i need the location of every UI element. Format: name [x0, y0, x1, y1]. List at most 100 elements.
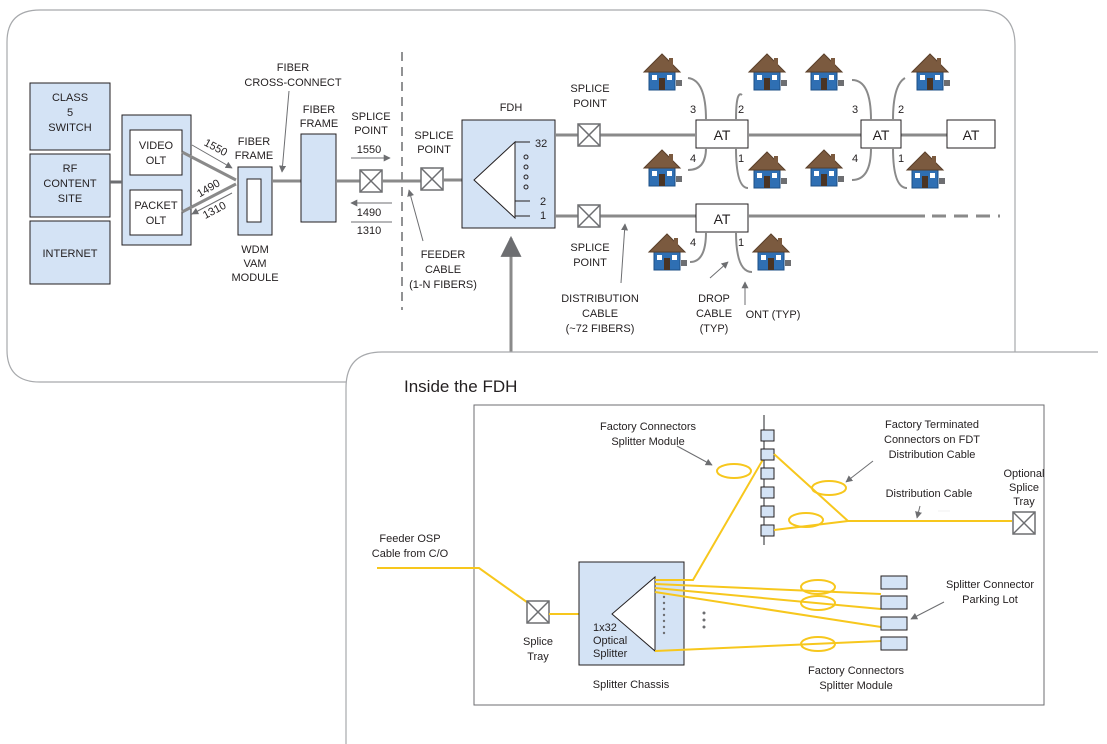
feeder-label-3: (1-N FIBERS): [409, 279, 477, 291]
fiber-frame2-label-2: FRAME: [300, 118, 339, 130]
factory-conn-bottom-2: Splitter Module: [819, 680, 892, 692]
at-box-2: [860, 119, 902, 149]
video-olt-label-1: VIDEO: [139, 140, 174, 152]
parking-lot-label-2: Parking Lot: [962, 594, 1018, 606]
fdt-connector-panel: [760, 429, 775, 537]
video-olt-label-2: OLT: [146, 155, 167, 167]
olt-group: VIDEO OLT PACKET OLT: [121, 114, 192, 246]
class5-label-3: SWITCH: [48, 122, 91, 134]
splice2-label-2: POINT: [417, 144, 451, 156]
splice-point-1: [359, 169, 383, 193]
class5-label-2: 5: [67, 107, 73, 119]
opt-splice-3: Tray: [1013, 496, 1035, 508]
rf-label-2: CONTENT: [43, 178, 96, 190]
fdh-box: [461, 119, 556, 229]
fiber-frame-2-box: [300, 133, 337, 223]
at-label-1: AT: [714, 127, 731, 143]
dist-cable-label-2: CABLE: [582, 308, 618, 320]
at-box-1: [695, 119, 749, 149]
house-icon: [752, 233, 792, 271]
fdh-label: FDH: [500, 102, 523, 114]
factory-conn-top-1: Factory Connectors: [600, 421, 696, 433]
wave-1310: 1310: [201, 200, 228, 222]
house-icon: [911, 53, 951, 91]
splitter-label-2: Optical: [593, 635, 627, 647]
fdh-interior-frame: [473, 404, 1045, 706]
fiber-frame1-label-1: FIBER: [238, 136, 270, 148]
splitter-label-3: Splitter: [593, 648, 628, 660]
house-icon: [748, 151, 788, 189]
factory-term-2: Connectors on FDT: [884, 434, 980, 446]
at-box-4: [695, 203, 749, 233]
house-icon: [906, 151, 946, 189]
splitter-label-1: 1x32: [593, 622, 617, 634]
dist-cable-label-1: DISTRIBUTION: [561, 293, 639, 305]
opt-splice-2: Splice: [1009, 482, 1039, 494]
splitter-chassis: [578, 561, 685, 666]
at-label-2: AT: [873, 127, 890, 143]
splice-tray-label-2: Tray: [527, 651, 549, 663]
internet-label: INTERNET: [43, 248, 98, 260]
fdh-port-1: 1: [540, 210, 546, 222]
cross-connect-label-2: CROSS-CONNECT: [244, 77, 341, 89]
at2-port-4: 4: [852, 153, 858, 165]
wave-1550: 1550: [202, 137, 229, 159]
feeder-osp-label-2: Cable from C/O: [372, 548, 449, 560]
feeder-osp-label-1: Feeder OSP: [379, 533, 440, 545]
factory-conn-top-2: Splitter Module: [611, 436, 684, 448]
splice4-label-1: SPLICE: [570, 242, 609, 254]
drop-cable-label-2: CABLE: [696, 308, 732, 320]
house-icon: [648, 233, 688, 271]
fdh-port-2: 2: [540, 196, 546, 208]
splice-point-2: [420, 167, 444, 191]
rf-content-site-box: RF CONTENT SITE: [29, 153, 111, 218]
drop-cable-label-3: (TYP): [700, 323, 729, 335]
at1-port-3: 3: [690, 104, 696, 116]
at2-port-2: 2: [898, 104, 904, 116]
splice-wave-1550: 1550: [357, 144, 381, 156]
at1-port-1: 1: [738, 153, 744, 165]
parking-lot-label-1: Splitter Connector: [946, 579, 1034, 591]
class5-label-1: CLASS: [52, 92, 88, 104]
house-icon: [748, 53, 788, 91]
factory-term-3: Distribution Cable: [889, 449, 976, 461]
at4-port-4: 4: [690, 237, 696, 249]
cross-connect-label-1: FIBER: [277, 62, 309, 74]
splice-tray-label-1: Splice: [523, 636, 553, 648]
internet-box: INTERNET: [29, 220, 111, 285]
splice1-label-1: SPLICE: [351, 111, 390, 123]
at-label-3: AT: [963, 127, 980, 143]
splice2-label-1: SPLICE: [414, 130, 453, 142]
at2-port-3: 3: [852, 104, 858, 116]
class5-switch-box: CLASS 5 SWITCH: [29, 82, 111, 151]
inset-title: Inside the FDH: [404, 377, 517, 396]
wdm-label-3: MODULE: [231, 272, 278, 284]
factory-term-1: Factory Terminated: [885, 419, 979, 431]
at1-port-2: 2: [738, 104, 744, 116]
opt-splice-1: Optional: [1004, 468, 1045, 480]
packet-olt-label-1: PACKET: [134, 200, 177, 212]
top-panel-border: [6, 9, 1016, 383]
splice3-label-2: POINT: [573, 98, 607, 110]
wdm-label-2: VAM: [243, 258, 266, 270]
fiber-frame1-label-2: FRAME: [235, 150, 274, 162]
splitter-chassis-label: Splitter Chassis: [593, 679, 670, 691]
house-icon: [805, 149, 845, 187]
wdm-vam-module: [237, 166, 273, 236]
house-icon: [805, 53, 845, 91]
ont-label: ONT (TYP): [746, 309, 801, 321]
packet-olt-label-2: OLT: [146, 215, 167, 227]
fiber-frame2-label-1: FIBER: [303, 104, 335, 116]
drop-cable-label-1: DROP: [698, 293, 730, 305]
at1-port-4: 4: [690, 153, 696, 165]
parking-lot-connectors: [880, 575, 908, 651]
inset-dist-cable-label: Distribution Cable: [886, 488, 973, 500]
splice-point-3: [577, 123, 601, 147]
at4-port-1: 1: [738, 237, 744, 249]
wdm-label-1: WDM: [241, 244, 269, 256]
splice3-label-1: SPLICE: [570, 83, 609, 95]
splice-tray: [526, 600, 550, 624]
splice1-label-2: POINT: [354, 125, 388, 137]
house-icon: [643, 149, 683, 187]
